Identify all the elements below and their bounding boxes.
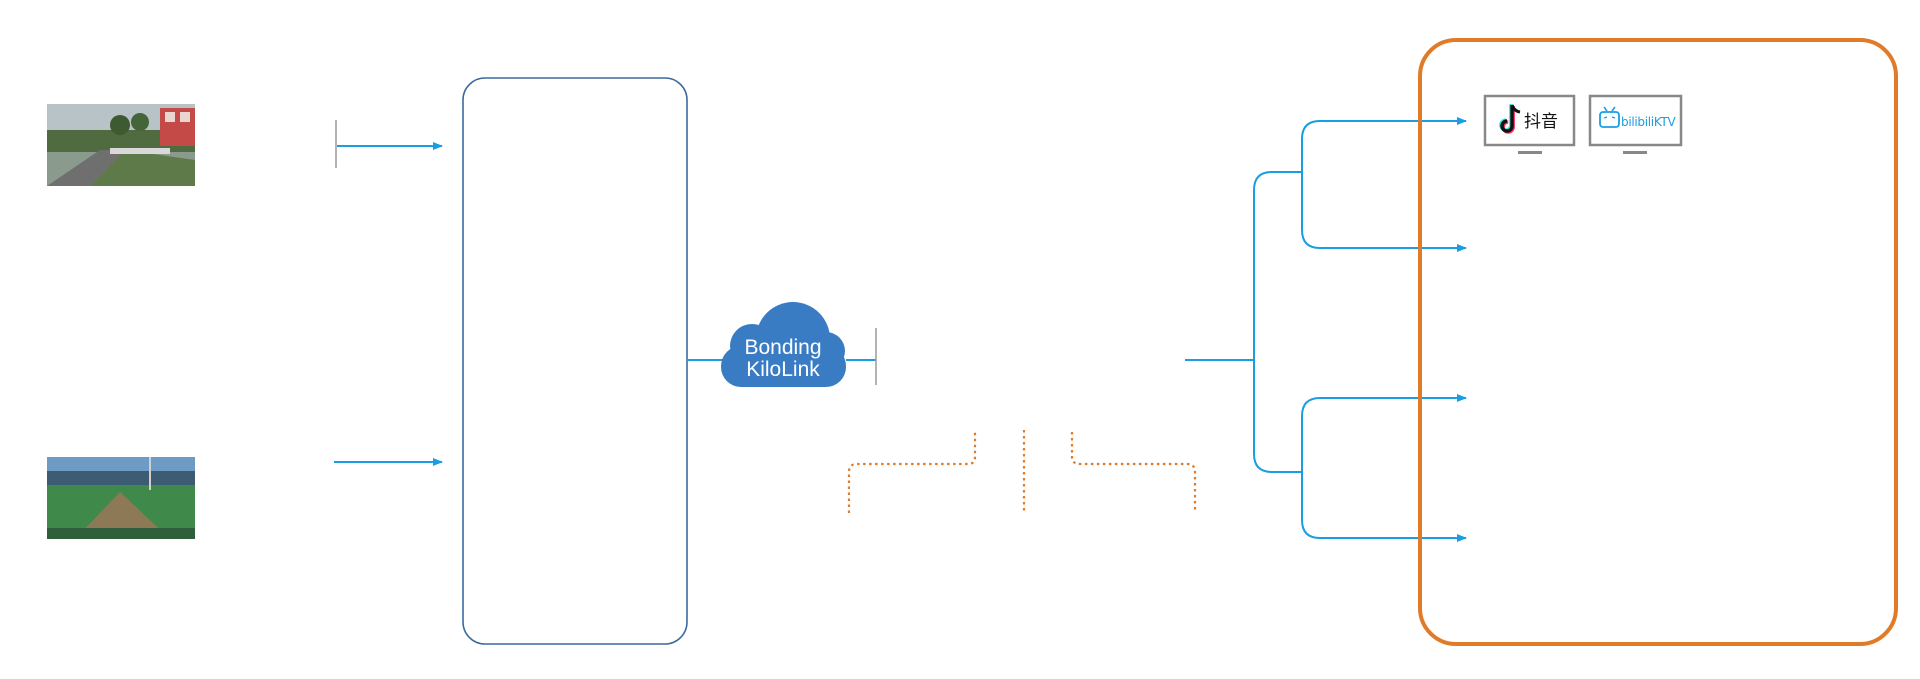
platform-label-bilibili: bilibiliKTV — [1621, 115, 1677, 129]
cloud-label-line2: KiloLink — [746, 358, 820, 381]
distribution-tree — [1185, 120, 1321, 539]
cloud-label-line1: Bonding — [744, 336, 821, 359]
dotted-connector-right — [1070, 432, 1197, 510]
source-image-stadium — [47, 457, 195, 539]
bilibili-tv-icon — [1599, 106, 1620, 128]
destination-frame — [1418, 38, 1898, 646]
encoder-box — [462, 77, 688, 645]
bonding-cloud: Bonding KiloLink — [721, 302, 846, 387]
tiktok-icon — [1499, 104, 1521, 134]
dotted-connectors — [847, 430, 1197, 513]
platform-label-douyin: 抖音 — [1524, 112, 1558, 132]
source-image-road — [47, 104, 195, 186]
platform-monitor-bilibili: bilibiliKTV — [1588, 94, 1683, 154]
platform-monitor-douyin: 抖音 — [1483, 94, 1576, 154]
dotted-connector-left — [847, 432, 977, 513]
